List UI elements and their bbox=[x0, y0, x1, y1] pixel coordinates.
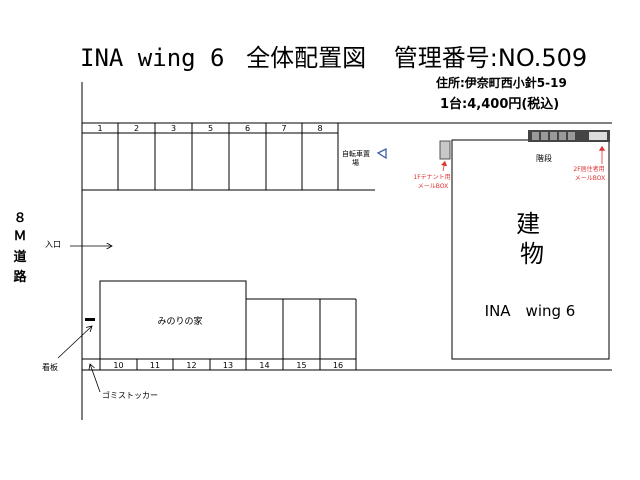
stairs-label: 階段 bbox=[536, 153, 552, 163]
address-text: 住所:伊奈町西小針5-19 bbox=[436, 76, 567, 90]
price-text: 1台:4,400円(税込) bbox=[440, 97, 560, 112]
road-label: ８ Ｍ 道 路 bbox=[13, 211, 27, 285]
house-label: みのりの家 bbox=[157, 315, 202, 327]
signboard-label: 看板 bbox=[42, 362, 58, 372]
bottom-space-number: 10 bbox=[113, 361, 123, 370]
bike-parking-label: 自転車置 場 bbox=[342, 149, 372, 167]
top-space-number: 7 bbox=[281, 124, 286, 133]
title-layout-plan: 全体配置図 bbox=[246, 44, 367, 72]
bottom-space-number: 11 bbox=[150, 361, 160, 370]
svg-text:Ｍ: Ｍ bbox=[13, 229, 26, 244]
top-space-number: 6 bbox=[245, 124, 250, 133]
top-space-number: 5 bbox=[208, 124, 213, 133]
top-space-number: 8 bbox=[317, 124, 322, 133]
mailbox-1f-label: 1Fテナント用 メールBOX bbox=[413, 174, 452, 190]
entrance-label: 入口 bbox=[45, 240, 61, 249]
svg-text:道: 道 bbox=[13, 249, 26, 265]
top-space-number: 2 bbox=[134, 124, 139, 133]
top-parking-block: 1 2 3 5 6 7 8 bbox=[82, 123, 375, 191]
bottom-space-number: 12 bbox=[186, 361, 196, 370]
mailbox-1f-arrow bbox=[440, 160, 448, 172]
bottom-space-number: 15 bbox=[296, 361, 306, 370]
svg-text:路: 路 bbox=[13, 269, 27, 285]
title-management-number: 管理番号:NO.509 bbox=[393, 44, 588, 72]
bike-parking-triangle-icon bbox=[376, 147, 387, 160]
garbage-arrow bbox=[90, 364, 101, 393]
building-name-label: INA wing 6 bbox=[485, 302, 576, 320]
mailbox-2f-label: 2F居住者用 メールBOX bbox=[573, 165, 606, 182]
signboard-marker bbox=[85, 318, 95, 321]
signboard-arrow bbox=[57, 326, 92, 359]
mailbox-1f-icon bbox=[439, 140, 451, 160]
garbage-label: ゴミストッカー bbox=[102, 390, 158, 400]
bottom-space-number: 14 bbox=[259, 361, 269, 370]
top-space-number: 1 bbox=[97, 124, 102, 133]
building-kanji-label: 建 物 bbox=[516, 210, 548, 268]
page-title: INA wing 6 全体配置図 管理番号:NO.509 bbox=[80, 38, 587, 73]
mailbox-2f-icon bbox=[589, 132, 607, 140]
svg-text:８: ８ bbox=[13, 211, 26, 226]
top-space-number: 3 bbox=[171, 124, 176, 133]
bottom-space-number: 16 bbox=[333, 361, 343, 370]
bottom-space-number: 13 bbox=[223, 361, 233, 370]
house-outline bbox=[99, 280, 247, 360]
title-building-name: INA wing 6 bbox=[80, 44, 225, 72]
